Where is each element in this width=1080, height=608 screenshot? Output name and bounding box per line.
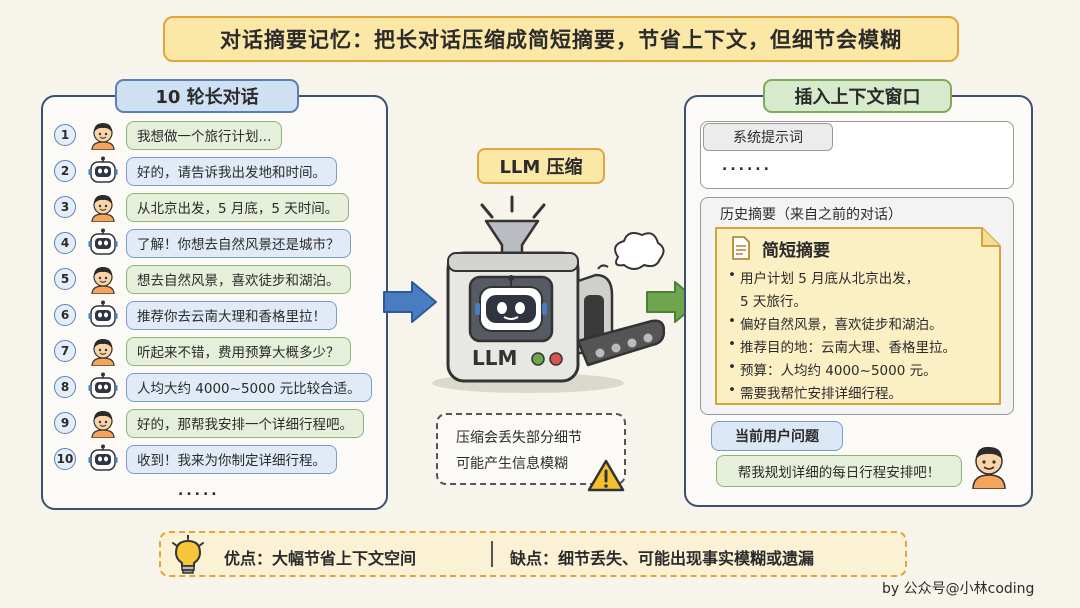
long-conversation-header: 10 轮长对话 bbox=[115, 79, 299, 113]
summary-bullet: • bbox=[728, 313, 736, 329]
turn-number: 3 bbox=[54, 196, 76, 218]
conversation-turn: 4 了解！你想去自然风景还是城市？ bbox=[54, 228, 351, 258]
author-credit: by 公众号@小林coding bbox=[882, 581, 1035, 597]
note-line-2: 可能产生信息模糊 bbox=[456, 456, 568, 472]
user-avatar-icon bbox=[91, 267, 115, 294]
summary-line: 预算：人均约 4000~5000 元。 bbox=[740, 363, 937, 379]
user-message-bubble: 好的，那帮我安排一个详细行程吧。 bbox=[126, 408, 364, 438]
summary-bullet: • bbox=[728, 382, 736, 398]
llm-compressor-machine-icon: LLM bbox=[432, 195, 665, 393]
bot-message-bubble: 收到！我来为你制定详细行程。 bbox=[126, 444, 337, 474]
system-prompt-label: 系统提示词 bbox=[703, 123, 833, 151]
user-message-bubble: 听起来不错，费用预算大概多少？ bbox=[126, 336, 351, 366]
user-avatar-icon bbox=[91, 411, 115, 438]
bot-message-bubble: 了解！你想去自然风景还是城市？ bbox=[126, 228, 351, 258]
summary-title: 简短摘要 bbox=[762, 241, 830, 261]
conversation-turn: 8 人均大约 4000~5000 元比较合适。 bbox=[54, 372, 372, 402]
current-question-label: 当前用户问题 bbox=[711, 421, 843, 451]
robot-avatar-icon bbox=[88, 300, 118, 327]
robot-avatar-icon bbox=[88, 156, 118, 183]
turn-number: 5 bbox=[54, 268, 76, 290]
turn-number: 4 bbox=[54, 232, 76, 254]
conversation-turn: 5 想去自然风景，喜欢徒步和湖泊。 bbox=[54, 264, 351, 294]
machine-label: LLM bbox=[472, 346, 517, 370]
note-line-1: 压缩会丢失部分细节 bbox=[456, 430, 582, 446]
turn-number: 1 bbox=[54, 124, 76, 146]
conversation-turn: 10 收到！我来为你制定详细行程。 bbox=[54, 444, 337, 474]
summary-bullet: • bbox=[728, 267, 736, 283]
conversation-turn: 2 好的，请告诉我出发地和时间。 bbox=[54, 156, 337, 186]
pros-cons-box bbox=[159, 531, 907, 577]
llm-compress-label: LLM 压缩 bbox=[477, 148, 605, 184]
user-avatar-icon bbox=[91, 195, 115, 222]
compression-warning-note: 压缩会丢失部分细节 可能产生信息模糊 bbox=[436, 413, 626, 485]
summary-line: 用户计划 5 月底从北京出发， bbox=[740, 271, 920, 287]
user-avatar-icon bbox=[91, 339, 115, 366]
pros-text: 优点：大幅节省上下文空间 bbox=[224, 549, 417, 568]
robot-avatar-icon bbox=[88, 372, 118, 399]
turn-number: 9 bbox=[54, 412, 76, 434]
user-message-bubble: 从北京出发，5 月底，5 天时间。 bbox=[126, 192, 350, 222]
user-avatar-icon bbox=[972, 446, 1006, 489]
conversation-ellipsis: ..... bbox=[178, 483, 220, 499]
turn-number: 8 bbox=[54, 376, 76, 398]
bot-message-bubble: 推荐你去云南大理和香格里拉！ bbox=[126, 300, 337, 330]
pros-cons-divider bbox=[491, 541, 493, 567]
lightbulb-icon bbox=[172, 535, 204, 574]
bot-message-bubble: 人均大约 4000~5000 元比较合适。 bbox=[126, 372, 372, 402]
warning-icon bbox=[587, 459, 625, 492]
conversation-turn: 1 我想做一个旅行计划... bbox=[54, 120, 283, 150]
cons-text: 缺点：细节丢失、可能出现事实模糊或遗漏 bbox=[510, 549, 815, 568]
context-window-header: 插入上下文窗口 bbox=[763, 79, 952, 113]
document-icon bbox=[732, 236, 750, 260]
summary-line: 需要我帮忙安排详细行程。 bbox=[740, 386, 902, 402]
turn-number: 2 bbox=[54, 160, 76, 182]
turn-number: 10 bbox=[54, 448, 76, 470]
robot-avatar-icon bbox=[88, 228, 118, 255]
conversation-turn: 6 推荐你去云南大理和香格里拉！ bbox=[54, 300, 337, 330]
user-avatar-icon bbox=[91, 123, 115, 150]
history-summary-label: 历史摘要（来自之前的对话） bbox=[720, 207, 902, 223]
summary-card bbox=[715, 227, 1001, 405]
conversation-turn: 7 听起来不错，费用预算大概多少？ bbox=[54, 336, 351, 366]
bot-message-bubble: 好的，请告诉我出发地和时间。 bbox=[126, 156, 337, 186]
turn-number: 7 bbox=[54, 340, 76, 362]
user-message-bubble: 想去自然风景，喜欢徒步和湖泊。 bbox=[126, 264, 351, 294]
current-question-bubble: 帮我规划详细的每日行程安排吧！ bbox=[716, 455, 962, 487]
summary-bullet: • bbox=[728, 359, 736, 375]
turn-number: 6 bbox=[54, 304, 76, 326]
page-title: 对话摘要记忆：把长对话压缩成简短摘要，节省上下文，但细节会模糊 bbox=[163, 16, 959, 62]
user-message-bubble: 我想做一个旅行计划... bbox=[126, 120, 283, 150]
summary-line: 5 天旅行。 bbox=[740, 294, 807, 310]
summary-bullet: • bbox=[728, 336, 736, 352]
blue-arrow-icon bbox=[383, 281, 437, 323]
summary-line: 偏好自然风景，喜欢徒步和湖泊。 bbox=[740, 317, 943, 333]
summary-line: 推荐目的地：云南大理、香格里拉。 bbox=[740, 340, 956, 356]
conversation-turn: 3 从北京出发，5 月底，5 天时间。 bbox=[54, 192, 350, 222]
conversation-turn: 9 好的，那帮我安排一个详细行程吧。 bbox=[54, 408, 364, 438]
robot-avatar-icon bbox=[88, 444, 118, 471]
system-prompt-dots: ...... bbox=[722, 158, 772, 174]
